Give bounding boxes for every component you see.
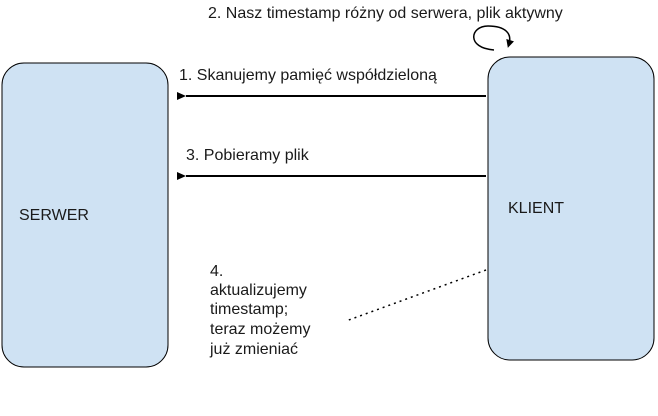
server-node[interactable]	[1, 62, 169, 368]
step2-self-loop-arrow	[473, 25, 514, 51]
step4-line-3: timestamp;	[210, 301, 289, 318]
step4-line-4: teraz możemy	[210, 321, 311, 338]
server-label: SERWER	[19, 207, 89, 224]
client-node[interactable]	[487, 56, 655, 361]
step4-line-1: 4.	[210, 263, 224, 280]
step1-label: 1. Skanujemy pamięć współdzieloną	[179, 67, 437, 84]
step2-label: 2. Nasz timestamp różny od serwera, plik…	[208, 5, 563, 22]
step4-dotted-connector	[345, 269, 487, 322]
step4-line-2: aktualizujemy	[210, 282, 307, 299]
step3-label: 3. Pobieramy plik	[186, 147, 309, 164]
step4-line-5: już zmieniać	[210, 341, 299, 358]
client-label: KLIENT	[508, 200, 565, 217]
